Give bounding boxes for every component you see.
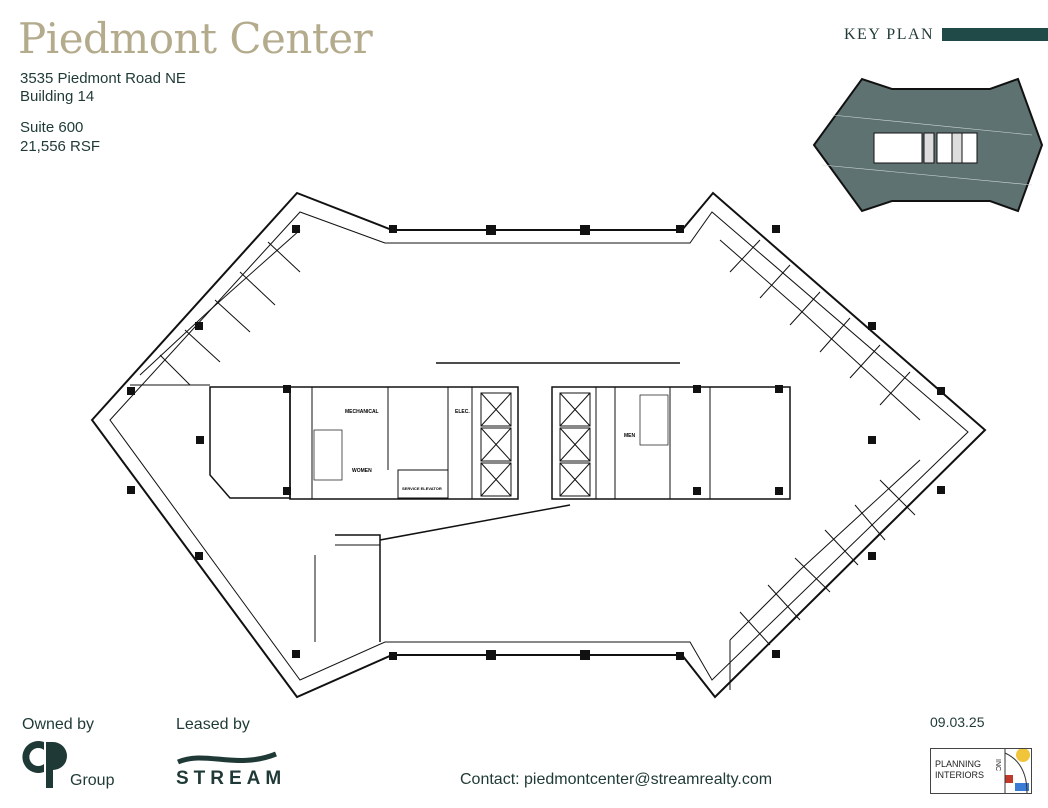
pi-logo-graphic	[1004, 749, 1030, 793]
owned-by-label: Owned by	[22, 716, 95, 733]
offices-right-top	[719, 239, 921, 421]
pi-logo-text: PLANNING INTERIORS	[935, 759, 985, 780]
corridor-wall	[335, 534, 381, 642]
core-right	[551, 386, 791, 500]
page-title: Piedmont Center	[18, 14, 373, 63]
key-plan-bar	[942, 28, 1048, 41]
contact-email[interactable]: Contact: piedmontcenter@streamrealty.com	[460, 771, 773, 788]
offices-left-top	[130, 229, 301, 386]
left-suite-room	[209, 386, 291, 499]
address-street: 3535 Piedmont Road NE	[20, 70, 186, 87]
interior-perimeter	[109, 211, 969, 681]
columns	[127, 225, 945, 660]
key-plan-map	[812, 77, 1044, 213]
suite-info: Suite 600 21,556 RSF	[20, 118, 100, 156]
label-men: MEN	[624, 433, 636, 439]
service-elevator	[397, 469, 449, 499]
label-elec: ELEC.	[455, 409, 470, 415]
label-service-elevator: SERVICE ELEVATOR	[402, 486, 442, 491]
exterior-wall	[90, 191, 987, 699]
stream-wave-icon	[177, 751, 277, 765]
plan-date: 09.03.25	[930, 714, 985, 730]
label-mechanical: MECHANICAL	[345, 409, 379, 415]
address-building: Building 14	[20, 88, 95, 105]
elevators	[480, 392, 591, 497]
stairs	[313, 394, 669, 481]
suite-area: 21,556 RSF	[20, 138, 101, 155]
address-block: 3535 Piedmont Road NE Building 14	[20, 70, 186, 106]
core-left	[289, 386, 519, 500]
key-plan-label: KEY PLAN	[844, 26, 935, 43]
label-women: WOMEN	[352, 468, 372, 474]
planning-interiors-logo: PLANNING INTERIORS INC	[930, 748, 1032, 794]
key-plan-core-left	[873, 132, 923, 164]
cp-group-logo	[22, 741, 67, 788]
leased-by-label: Leased by	[176, 716, 250, 733]
suite-number: Suite 600	[20, 119, 84, 136]
stream-logo-text: STREAM	[176, 768, 287, 789]
offices-right-bottom	[729, 459, 921, 690]
cp-group-text: Group	[70, 772, 115, 789]
